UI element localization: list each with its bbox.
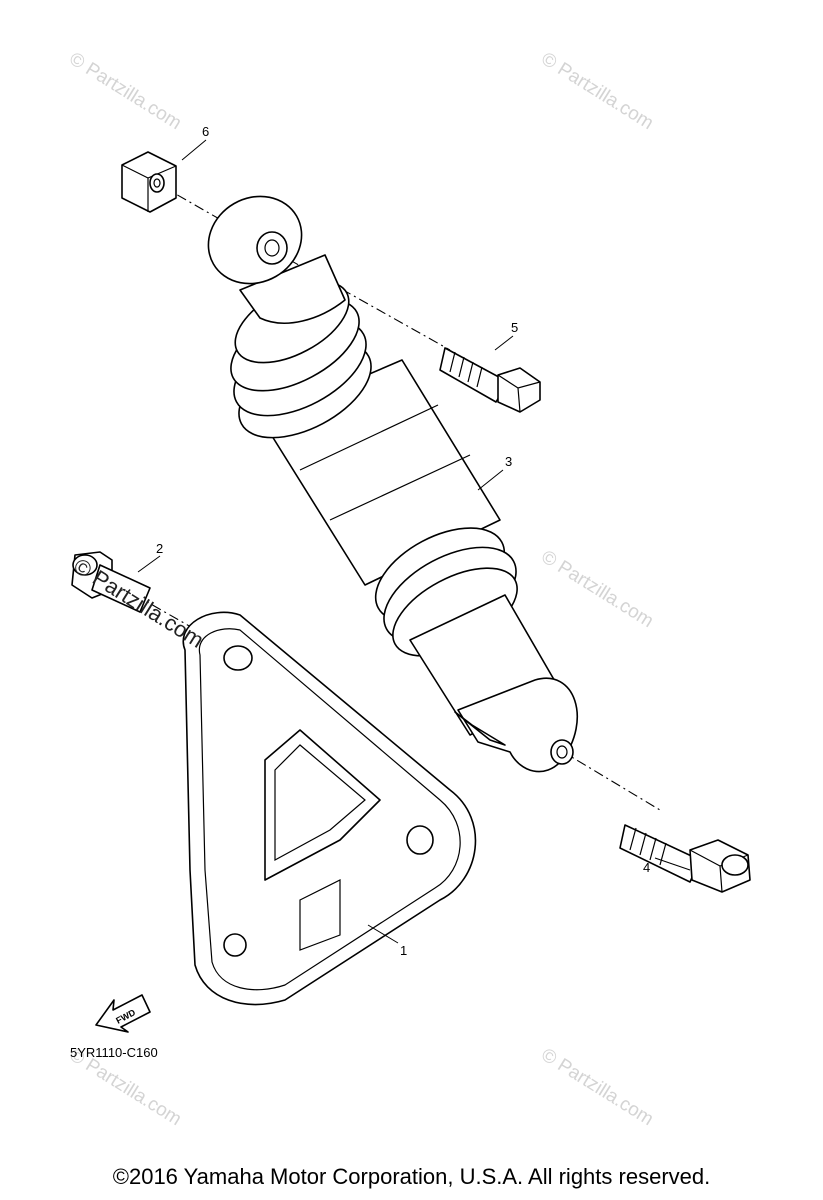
callout-4: 4: [643, 860, 650, 875]
watermark-top-left: © Partzilla.com: [65, 48, 185, 134]
part-3-shock-absorber: [207, 195, 578, 773]
callout-3: 3: [505, 454, 512, 469]
copyright-notice: ©2016 Yamaha Motor Corporation, U.S.A. A…: [112, 1164, 711, 1189]
part-1-bracket: [182, 611, 477, 1006]
callout-2: 2: [156, 541, 163, 556]
watermark-middle-right: © Partzilla.com: [537, 546, 657, 632]
diagram-code: 5YR1110-C160: [70, 1045, 158, 1060]
callout-1: 1: [400, 943, 407, 958]
callout-6: 6: [202, 124, 209, 139]
callouts: 6 5 3 2 4 1: [156, 124, 650, 958]
watermark-bottom-right: © Partzilla.com: [537, 1044, 657, 1130]
part-5-bolt: [439, 347, 541, 413]
callout-5: 5: [511, 320, 518, 335]
watermark-top-right: © Partzilla.com: [537, 48, 657, 134]
watermark-partzilla-large: © Partzilla.com: [69, 553, 208, 653]
leader-lines: [137, 139, 691, 944]
part-4-bolt: [619, 824, 751, 893]
part-2-collar: [71, 551, 151, 613]
part-6-nut: [121, 151, 177, 213]
fwd-arrow-icon: FWD: [95, 994, 151, 1033]
